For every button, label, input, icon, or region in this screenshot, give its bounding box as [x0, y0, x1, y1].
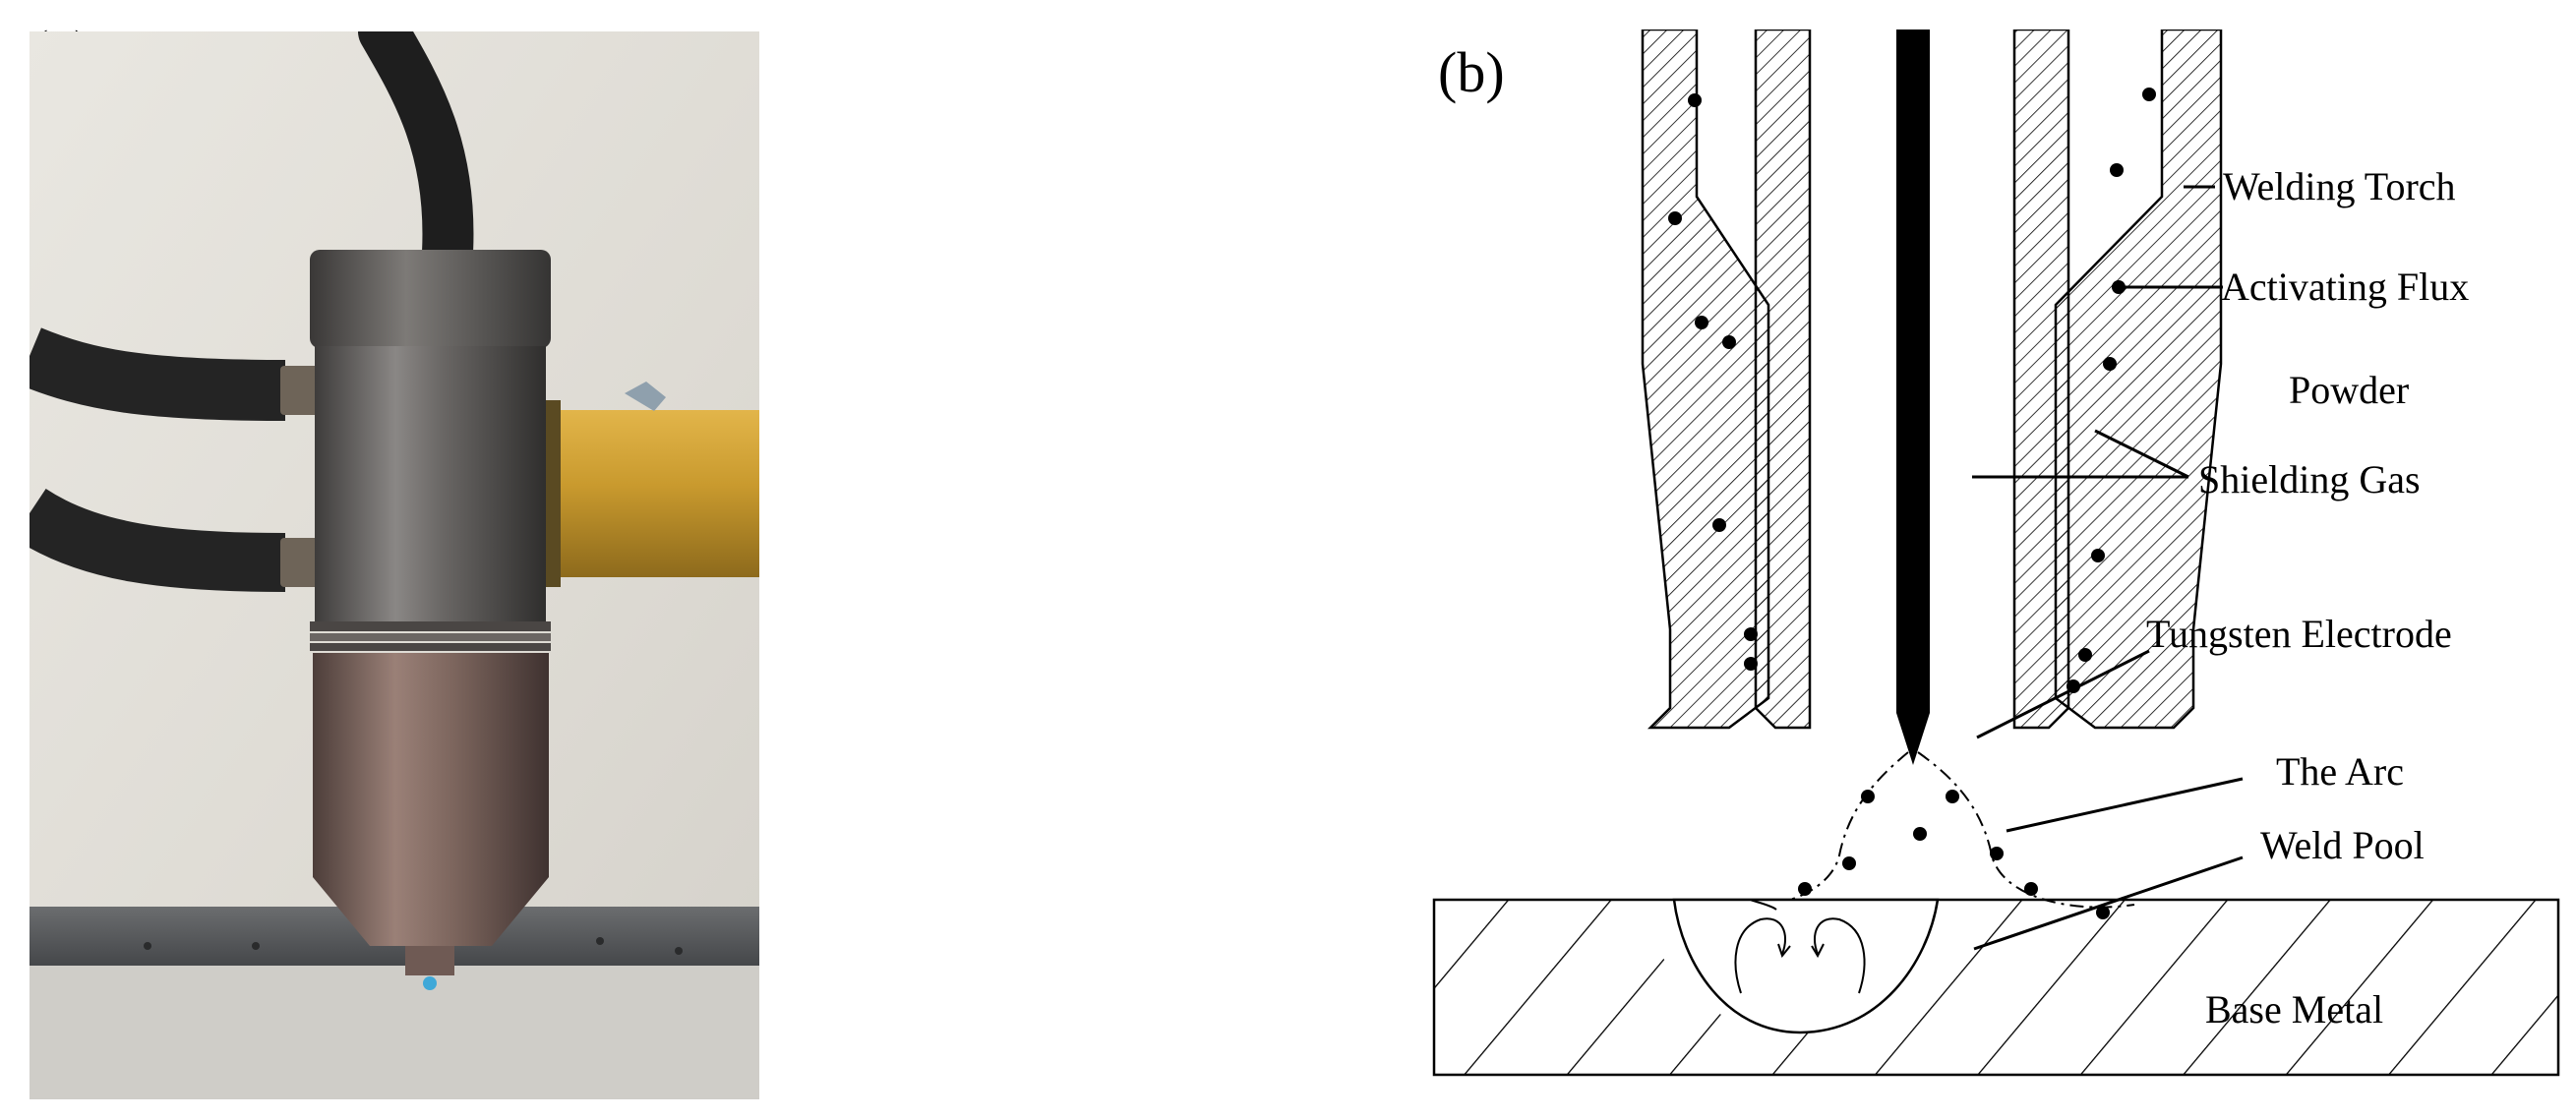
label-welding-torch: Welding Torch — [2223, 164, 2456, 208]
label-weld-pool: Weld Pool — [2260, 823, 2425, 867]
panel-label-b: (b) — [1438, 40, 1505, 104]
label-the-arc: The Arc — [2276, 749, 2404, 794]
gtaw-schematic: Welding Torch Activating Flux Powder Shi… — [1432, 29, 2560, 1077]
arc-outline-left — [1710, 751, 1909, 909]
top-cable — [358, 31, 474, 278]
flow-arrow-right — [1814, 917, 1866, 994]
nozzle-wall-left — [1641, 29, 1770, 730]
label-shielding-gas: Shielding Gas — [2198, 457, 2421, 501]
fitting-lower — [280, 538, 320, 587]
arc-outline-right — [1917, 751, 2135, 909]
hose-lower — [30, 488, 286, 592]
nozzle-tip — [405, 946, 454, 975]
label-powder: Powder — [2289, 368, 2409, 412]
tungsten-electrode — [1896, 29, 1930, 765]
torch-nozzle — [313, 653, 549, 946]
base-metal-hatch — [1434, 900, 2558, 1075]
torch-cap — [310, 250, 551, 348]
flux-particles — [1668, 88, 2156, 919]
label-base-metal: Base Metal — [2205, 987, 2383, 1032]
work-table-surface — [30, 966, 759, 1099]
torch-photo — [30, 31, 759, 1099]
hose-upper — [30, 327, 286, 421]
base-metal — [1432, 898, 2560, 1077]
collet-left — [1754, 29, 1812, 730]
weld-pool — [1672, 898, 1940, 1034]
wing-nut — [625, 382, 666, 411]
brass-mount — [541, 410, 759, 577]
label-tungsten-electrode: Tungsten Electrode — [2146, 612, 2452, 656]
leader-lines — [1972, 185, 2244, 951]
collet-right — [2012, 29, 2070, 730]
fitting-upper — [280, 366, 320, 415]
torch-body — [315, 346, 546, 631]
electrode-tip — [423, 976, 437, 990]
label-activating-flux: Activating Flux — [2221, 265, 2469, 309]
flow-arrow-left — [1734, 917, 1786, 994]
